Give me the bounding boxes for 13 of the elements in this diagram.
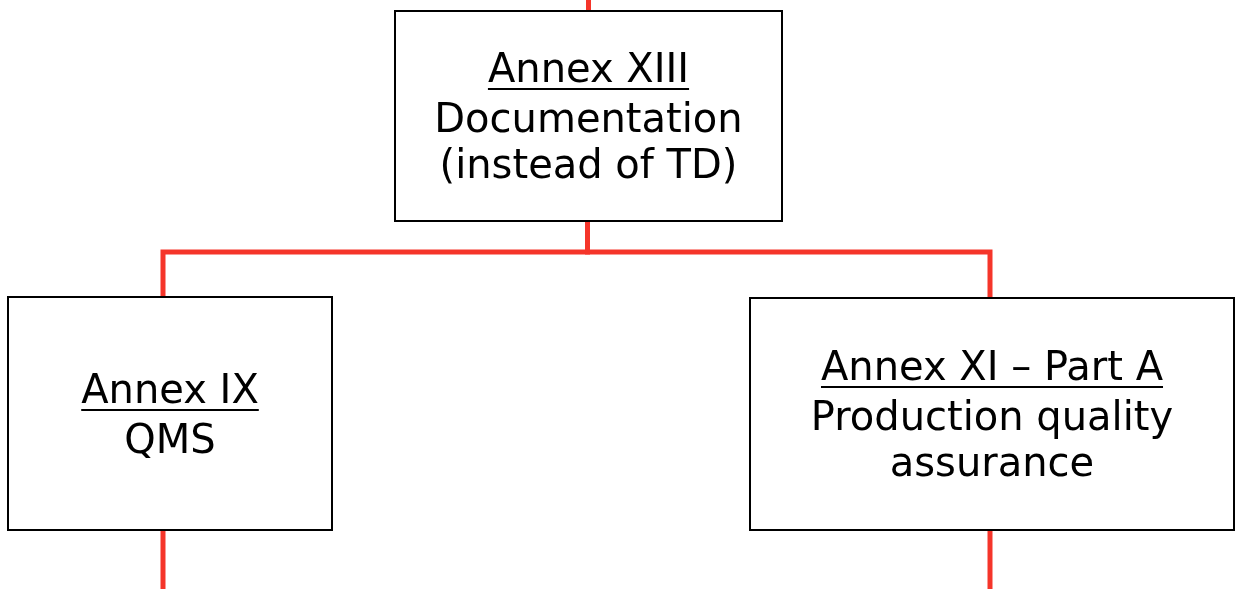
annex-description: Documentation (instead of TD) [433,95,744,187]
annex-box [394,10,783,222]
annex-box [749,297,1235,531]
annex-description: Production quality assurance [809,393,1175,485]
annex-heading: Annex XIII [487,45,690,91]
annex-heading: Annex XI – Part A [821,343,1163,389]
annex-heading: Annex IX [81,365,259,412]
connector-line [586,0,591,10]
annex-box [7,296,333,531]
annex-description: QMS [124,415,216,462]
connector-line [160,531,166,589]
connector-line [987,531,993,589]
connector-line [585,222,993,297]
